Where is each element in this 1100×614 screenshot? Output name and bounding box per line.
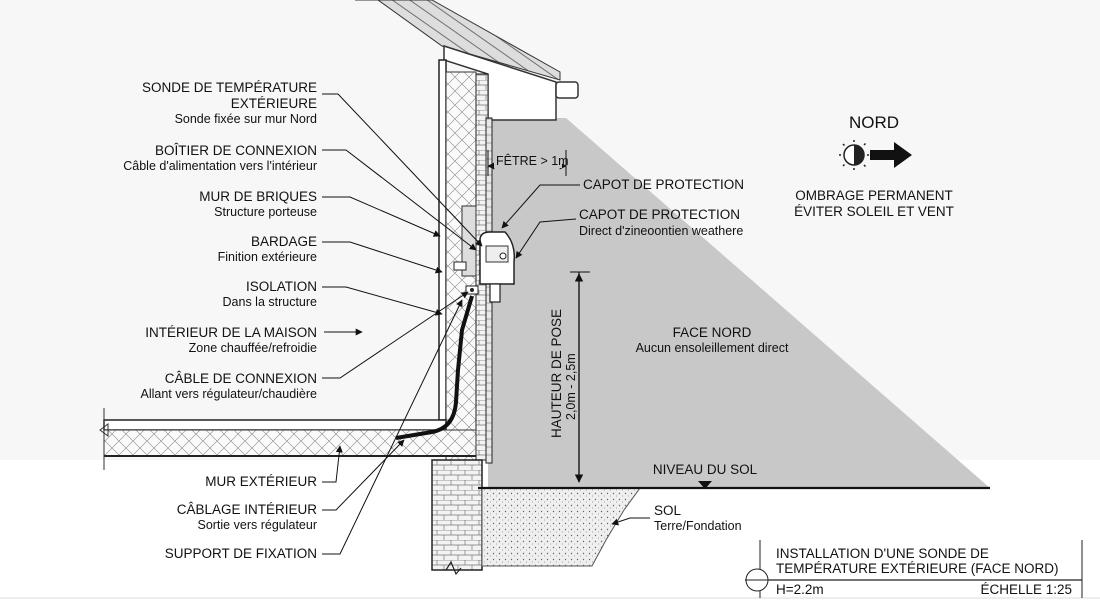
north-face-sub: Aucun ensoleillement direct bbox=[636, 341, 789, 355]
callout-mounting-support: SUPPORT DE FIXATION bbox=[165, 546, 317, 561]
temperature-sensor bbox=[479, 231, 516, 303]
title-line2: TEMPÉRATURE EXTÉRIEURE (FACE NORD) bbox=[776, 561, 1059, 576]
callout-brick-title: MUR DE BRIQUES bbox=[199, 189, 317, 204]
callout-sensor-title: SONDE DE TEMPÉRATURE bbox=[142, 80, 317, 95]
protection-cap-sub: Direct d'zineoontien weathere bbox=[579, 224, 743, 238]
gutter bbox=[555, 81, 579, 99]
title-block: INSTALLATION D'UNE SONDE DE TEMPÉRATURE … bbox=[745, 540, 1083, 598]
callout-insulation-title: ISOLATION bbox=[246, 279, 317, 294]
callout-brick-sub: Structure porteuse bbox=[214, 205, 317, 219]
title-scale: ÉCHELLE 1:25 bbox=[980, 582, 1072, 597]
protection-cap-label: CAPOT DE PROTECTION bbox=[583, 177, 744, 192]
protection-cap-label-2: CAPOT DE PROTECTION bbox=[579, 207, 740, 222]
mount-height-label: HAUTEUR DE POSE bbox=[549, 309, 564, 438]
sun-shade-icon bbox=[839, 140, 869, 170]
shade-zone bbox=[488, 118, 990, 488]
soil-sub: Terre/Fondation bbox=[654, 519, 742, 533]
mount-height-range: 2,0m - 2,5m bbox=[564, 353, 578, 420]
left-callouts: SONDE DE TEMPÉRATURE EXTÉRIEURE Sonde fi… bbox=[123, 80, 483, 561]
callout-sensor-sub: Sonde fixée sur mur Nord bbox=[175, 112, 317, 126]
callout-internal-wiring-sub: Sortie vers régulateur bbox=[197, 518, 317, 532]
callout-cable-sub: Allant vers régulateur/chaudière bbox=[141, 387, 318, 401]
soil-label: SOL bbox=[654, 503, 682, 518]
roof bbox=[355, 0, 561, 81]
north-face-label: FACE NORD bbox=[673, 325, 752, 340]
north-arrow-icon bbox=[870, 142, 912, 168]
ground-marker bbox=[698, 481, 712, 489]
callout-sensor-title2: EXTÉRIEURE bbox=[231, 96, 317, 111]
callout-interior-sub: Zone chauffée/refroidie bbox=[189, 341, 317, 355]
ridge-distance-label: FÊTRE > 1m bbox=[496, 153, 569, 168]
callout-junction-title: BOÎTIER DE CONNEXION bbox=[155, 143, 317, 158]
callout-exterior-wall: MUR EXTÉRIEUR bbox=[205, 474, 317, 489]
screw-fixings bbox=[453, 261, 479, 295]
foundation-wall bbox=[431, 459, 483, 571]
connection-cable bbox=[395, 295, 474, 440]
ground-level-label: NIVEAU DU SOL bbox=[653, 462, 758, 477]
title-height: H=2.2m bbox=[776, 582, 824, 597]
callout-interior-title: INTÉRIEUR DE LA MAISON bbox=[145, 325, 317, 340]
interior-wall-plaster bbox=[438, 59, 447, 421]
shading-note-line1: OMBRAGE PERMANENT bbox=[795, 188, 953, 203]
callout-siding-title: BARDAGE bbox=[251, 234, 317, 249]
title-line1: INSTALLATION D'UNE SONDE DE bbox=[776, 546, 989, 561]
shading-note-line2: ÉVITER SOLEIL ET VENT bbox=[794, 204, 954, 219]
floor-slab bbox=[103, 419, 447, 431]
callout-junction-sub: Câble d'alimentation vers l'intérieur bbox=[123, 159, 317, 173]
callout-siding-sub: Finition extérieure bbox=[218, 250, 317, 264]
callout-cable-title: CÂBLE DE CONNEXION bbox=[165, 371, 317, 386]
north-label: NORD bbox=[849, 113, 899, 132]
callout-internal-wiring-title: CÂBLAGE INTÉRIEUR bbox=[177, 502, 318, 517]
callout-insulation-sub: Dans la structure bbox=[223, 295, 318, 309]
